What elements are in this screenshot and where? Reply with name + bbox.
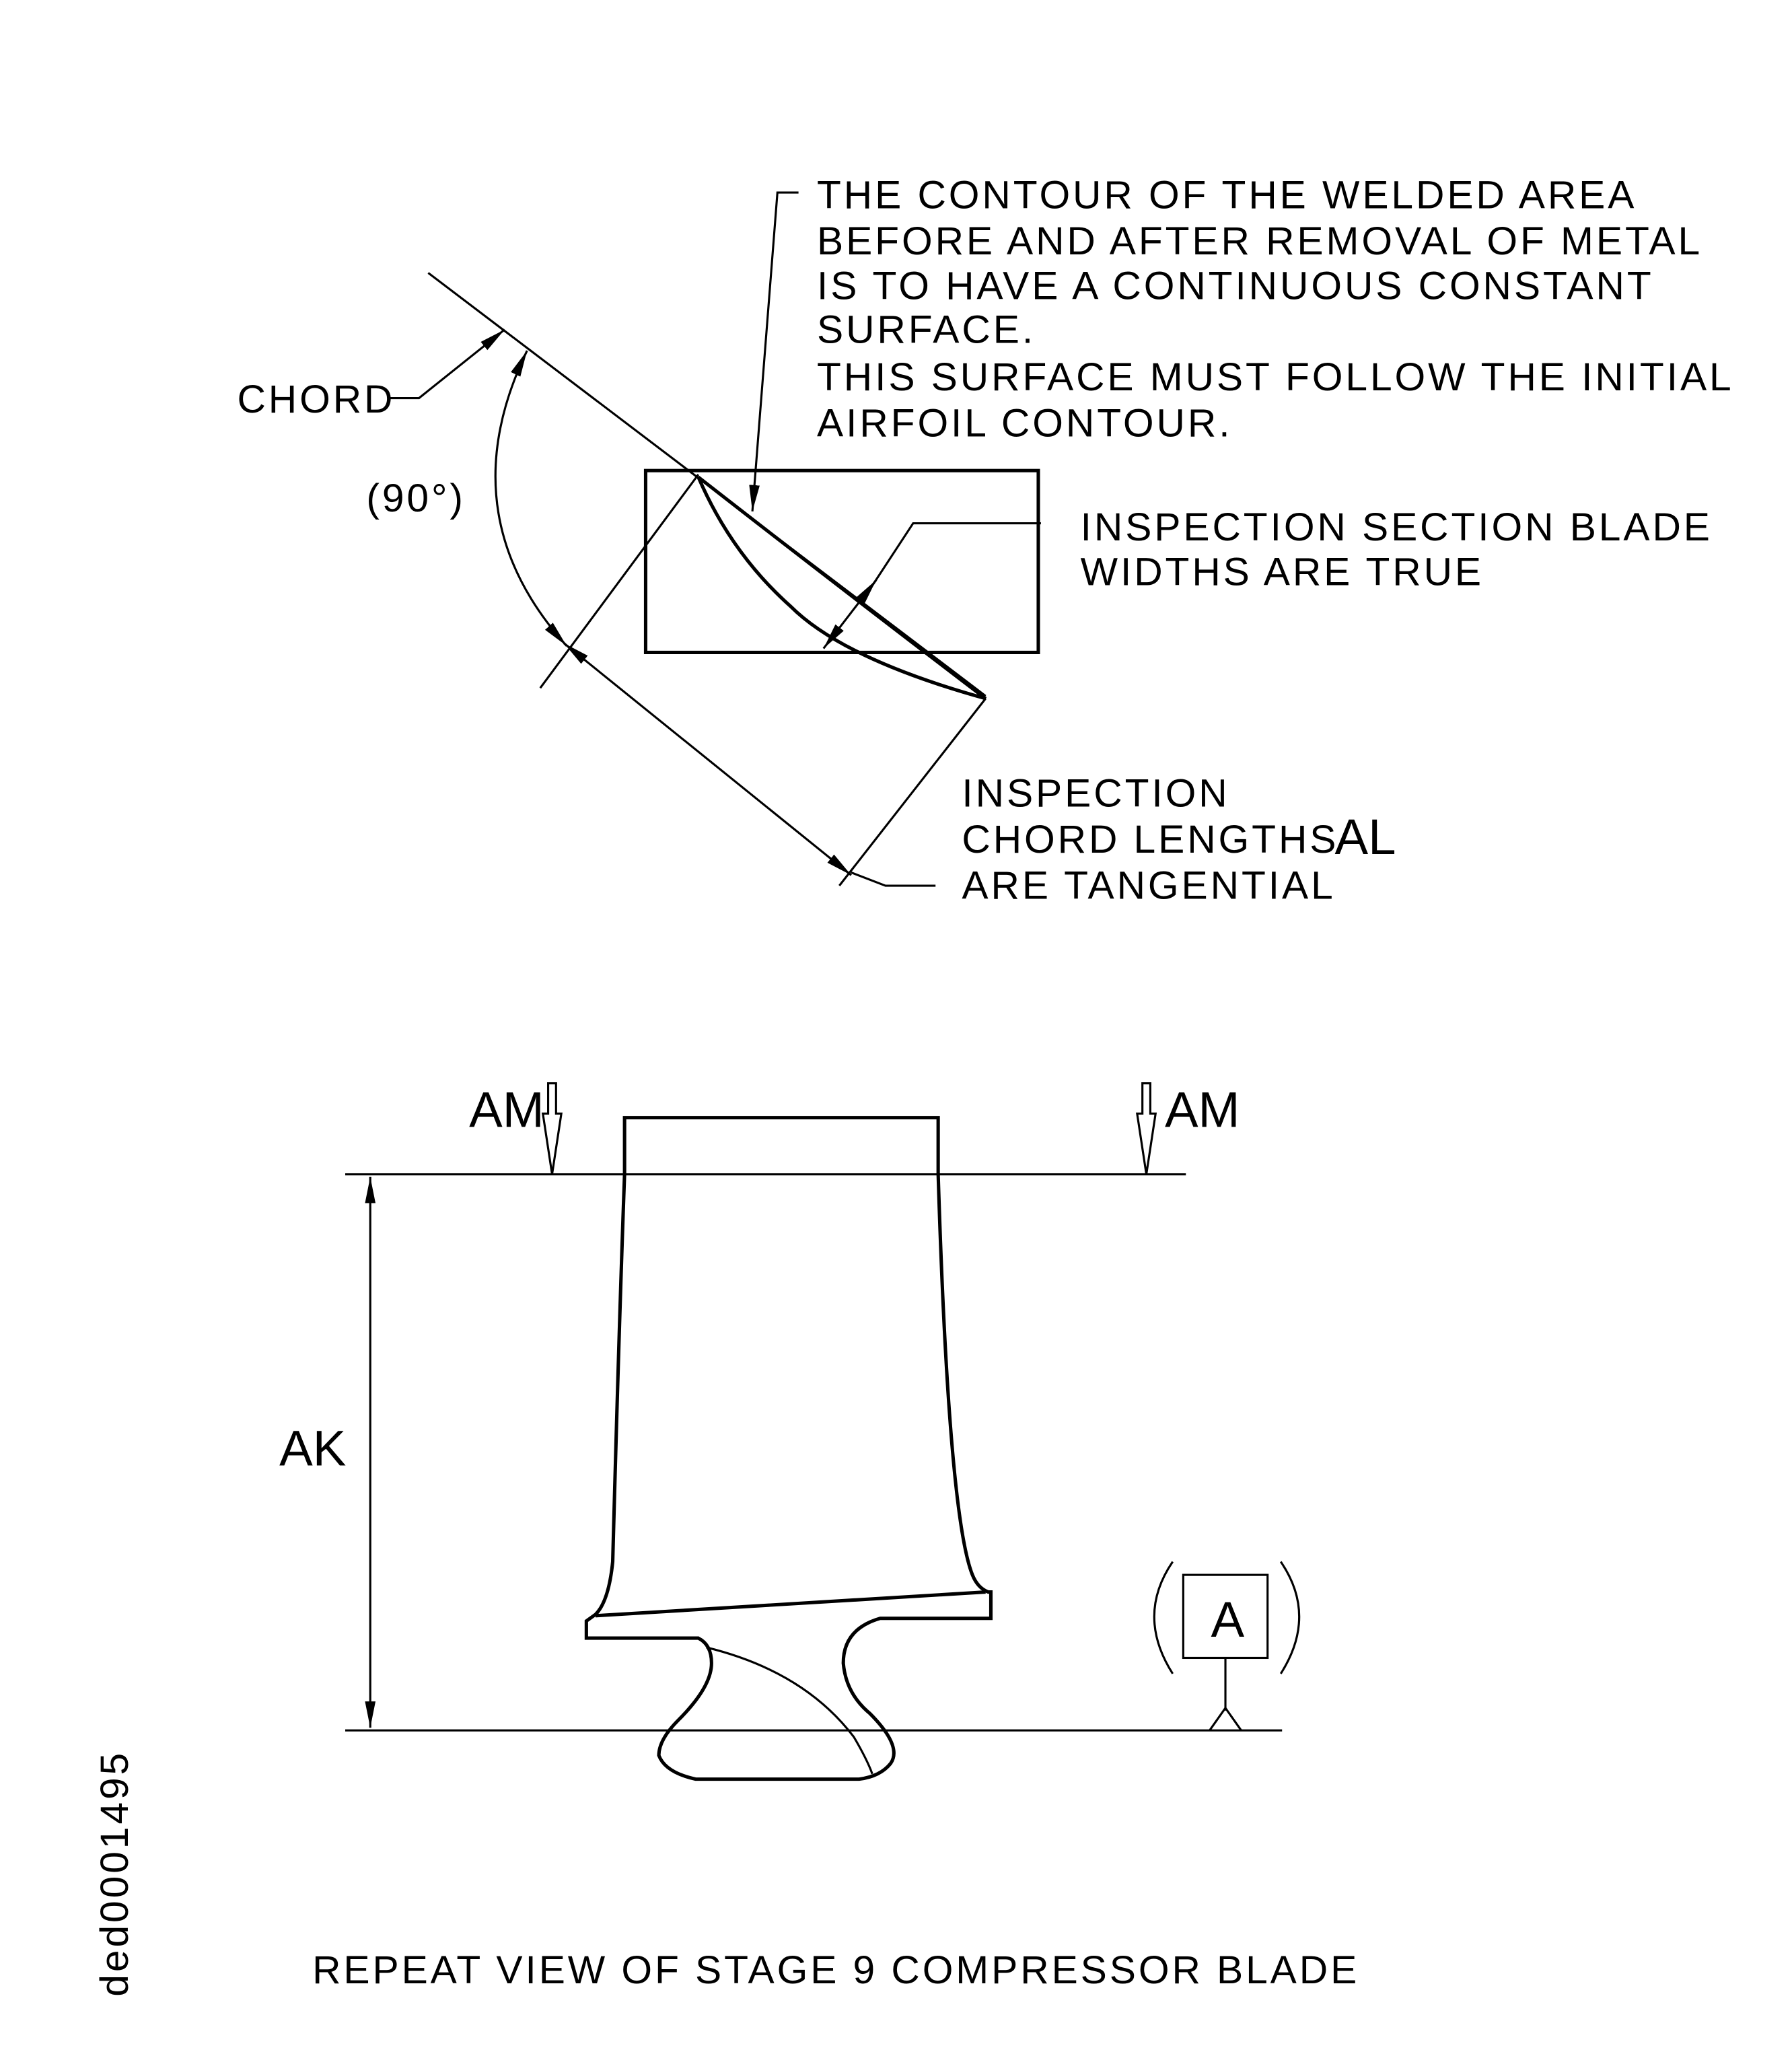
blade-view: AM AM AK A REPEAT VIEW OF STAGE 9 COMPRE… <box>279 1082 1359 1992</box>
datum-label: A <box>1211 1592 1244 1647</box>
chord-leader <box>390 328 505 400</box>
section-arrow-right <box>1136 1082 1157 1175</box>
le-perpendicular <box>539 474 700 689</box>
contour-note-line: THIS SURFACE MUST FOLLOW THE INITIAL <box>817 355 1734 399</box>
contour-note-line: SURFACE. <box>817 308 1036 351</box>
section-arrow-left <box>541 1082 563 1175</box>
section-marker-left: AM <box>469 1082 544 1137</box>
datum-triangle <box>1209 1706 1242 1732</box>
width-dimension <box>822 579 877 649</box>
widths-note-line: WIDTHS ARE TRUE <box>1081 551 1484 594</box>
te-perpendicular <box>838 698 987 886</box>
contour-note-line: AIRFOIL CONTOUR. <box>817 401 1232 445</box>
widths-note-line: INSPECTION SECTION BLADE <box>1081 505 1713 549</box>
dovetail-curve <box>706 1646 873 1775</box>
datum-paren-right <box>1279 1561 1301 1674</box>
chord-lengths-note-line: INSPECTION <box>962 772 1229 816</box>
datum-feature: A <box>1153 1561 1301 1732</box>
figure-id: ded0001495 <box>93 1750 137 1997</box>
chord-lengths-note-line: ARE TANGENTIAL <box>962 864 1335 908</box>
height-ref: AK <box>279 1421 346 1477</box>
contour-leader <box>749 191 799 512</box>
airfoil-profile <box>696 476 987 701</box>
angle-label: (90°) <box>366 476 466 520</box>
platform-top <box>595 1590 986 1618</box>
contour-note-line: THE CONTOUR OF THE WELDED AREA <box>817 174 1637 217</box>
contour-note-line: BEFORE AND AFTER REMOVAL OF METAL <box>817 219 1703 263</box>
caption: REPEAT VIEW OF STAGE 9 COMPRESSOR BLADE <box>312 1948 1359 1992</box>
chord-lengths-ref: AL <box>1335 809 1396 865</box>
datum-paren-left <box>1153 1561 1174 1674</box>
airfoil-section-view: THE CONTOUR OF THE WELDED AREA BEFORE AN… <box>237 174 1734 908</box>
section-marker-right: AM <box>1165 1082 1240 1137</box>
contour-note-line: IS TO HAVE A CONTINUOUS CONSTANT <box>817 264 1654 308</box>
chord-label: CHORD <box>237 378 395 421</box>
width-leader <box>862 522 1041 600</box>
chord-lengths-note-line: CHORD LENGTHS <box>962 818 1338 861</box>
chord-length-dimension <box>563 642 852 876</box>
blade-airfoil <box>584 1116 993 1781</box>
angle-arc <box>494 350 568 647</box>
tangential-leader <box>851 871 936 887</box>
